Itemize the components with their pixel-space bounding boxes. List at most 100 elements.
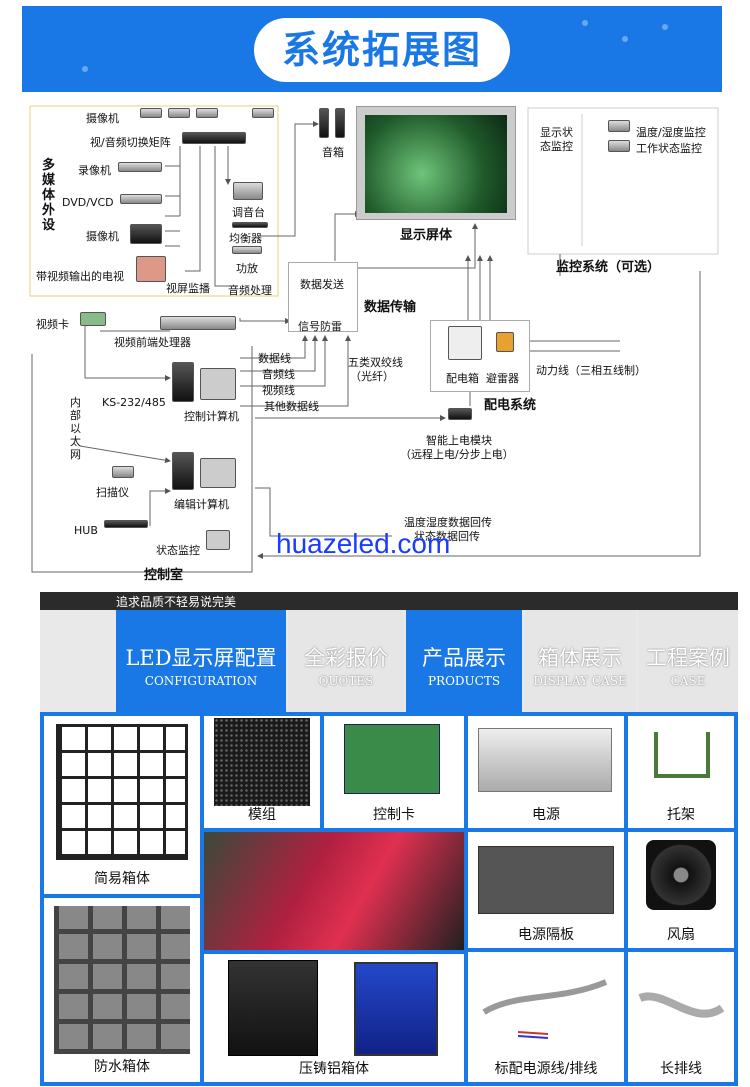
diecast-front-image (228, 960, 318, 1056)
data-send-label: 数据发送 (300, 278, 344, 291)
camera-icon (252, 108, 274, 118)
edit-pc-label: 编辑计算机 (174, 498, 229, 511)
monitor-system-title: 监控系统（可选） (556, 260, 661, 275)
tab-case[interactable]: 工程案例 CASE (638, 610, 738, 712)
system-diagram: 摄像机 视/音频切换矩阵 多媒体外设 录像机 DVD/VCD 摄像机 带视频输出… (0, 96, 750, 584)
power-line-label: 动力线（三相五线制） (536, 364, 646, 377)
serial-port-label: KS-232/485 (102, 396, 166, 409)
product-caption: 防水箱体 (94, 1059, 150, 1075)
product-fan[interactable]: 风扇 (628, 832, 734, 948)
power-partition-image (478, 846, 614, 914)
power-cable-image (482, 979, 608, 1039)
product-grid: 简易箱体 模组 控制卡 电源 托架 电源隔板 风扇 防水箱体 压铸铝箱体 标配电… (40, 712, 738, 1086)
amplifier-label: 功放 (236, 262, 258, 275)
twisted-pair-label: 五类双绞线 (348, 356, 403, 369)
tab-quotes[interactable]: 全彩报价 QUOTES (288, 610, 404, 712)
mixer-icon (233, 182, 263, 200)
video-card-label: 视频卡 (36, 318, 69, 331)
tab-configuration[interactable]: LED显示屏配置 CONFIGURATION (116, 610, 286, 712)
banner: 系统拓展图 (22, 6, 722, 92)
screen-monitor-label: 视屏监播 (166, 282, 210, 295)
camera-label: 摄像机 (86, 112, 119, 125)
bracket-image (654, 732, 710, 778)
tab-display-case-cn: 箱体展示 (538, 646, 622, 670)
power-supply-image (478, 728, 612, 792)
matrix-icon (182, 132, 246, 144)
tab-spacer (40, 610, 116, 712)
product-caption: 电源隔板 (518, 927, 574, 943)
banner-dot (582, 20, 588, 26)
edit-pc-monitor-icon (200, 458, 236, 488)
audio-cable-label: 音频线 (262, 368, 295, 381)
product-caption: 控制卡 (373, 807, 415, 823)
camera-icon (196, 108, 218, 118)
hub-label: HUB (74, 524, 98, 537)
product-diecast-cabinet[interactable]: 压铸铝箱体 (204, 954, 464, 1082)
product-power-cable[interactable]: 标配电源线/排线 (468, 952, 624, 1082)
transmission-box (288, 262, 358, 332)
tv-label: 带视频输出的电视 (36, 270, 124, 283)
status-monitor-label: 显示状态监控 (540, 126, 573, 153)
media-group-title: 多媒体外设 (42, 158, 56, 233)
video-card-icon (80, 312, 106, 326)
feedback1-label: 温度湿度数据回传 (404, 516, 492, 529)
feedback2-label: 状态数据回传 (414, 530, 480, 543)
arrester-label: 避雷器 (486, 372, 519, 385)
power-module-label: 智能上电模块 (426, 434, 492, 447)
frontend-label: 视频前端处理器 (114, 336, 191, 349)
product-waterproof-cabinet[interactable]: 防水箱体 (44, 898, 200, 1082)
power-module-note: （远程上电/分步上电） (400, 448, 514, 461)
product-control-card[interactable]: 控制卡 (324, 716, 464, 828)
fan-image (646, 840, 716, 910)
product-caption: 风扇 (667, 927, 695, 943)
tab-case-cn: 工程案例 (646, 646, 730, 670)
project-photo-image (204, 832, 464, 950)
tab-quotes-en: QUOTES (318, 674, 374, 688)
fiber-label: （光纤） (350, 370, 394, 383)
watermark: huazeled.com (276, 528, 451, 559)
display-image (365, 115, 507, 213)
distribution-box-icon (448, 326, 482, 360)
display-frame (356, 106, 516, 220)
av-matrix-label: 视/音频切换矩阵 (90, 136, 171, 149)
product-bracket[interactable]: 托架 (628, 716, 734, 828)
recorder-label: 录像机 (78, 164, 111, 177)
control-room-title: 控制室 (144, 568, 184, 583)
tab-configuration-cn: LED显示屏配置 (125, 646, 277, 670)
banner-dot (662, 24, 668, 30)
dvd-label: DVD/VCD (62, 196, 114, 209)
equalizer-label: 均衡器 (229, 232, 262, 245)
temp-monitor-label: 温度/湿度监控 (636, 126, 706, 139)
edit-pc-tower-icon (172, 452, 194, 490)
status-monitor-icon (206, 530, 230, 550)
ethernet-label: 内部以太网 (70, 396, 81, 461)
product-power-partition[interactable]: 电源隔板 (468, 832, 624, 948)
transmission-title: 数据传输 (364, 300, 417, 315)
product-long-cable[interactable]: 长排线 (628, 952, 734, 1082)
product-project-photo[interactable] (204, 832, 464, 950)
scanner-icon (112, 466, 134, 478)
dvd-icon (120, 194, 162, 204)
tab-configuration-en: CONFIGURATION (144, 674, 258, 688)
product-power-supply[interactable]: 电源 (468, 716, 624, 828)
diecast-back-image (354, 962, 438, 1056)
tab-bar: LED显示屏配置 CONFIGURATION 全彩报价 QUOTES 产品展示 … (40, 610, 738, 712)
sensor-icon (608, 120, 630, 132)
arrester-icon (496, 332, 514, 352)
video-cable-label: 视频线 (262, 384, 295, 397)
tagline: 追求品质不轻易说完美 (116, 595, 237, 609)
product-simple-cabinet[interactable]: 简易箱体 (44, 716, 200, 894)
product-module[interactable]: 模组 (204, 716, 320, 828)
long-cable-image (638, 992, 725, 1018)
tab-case-en: CASE (670, 674, 706, 688)
work-monitor-label: 工作状态监控 (636, 142, 702, 155)
tab-products[interactable]: 产品展示 PRODUCTS (406, 610, 522, 712)
amplifier-icon (232, 246, 262, 254)
tab-display-case[interactable]: 箱体展示 DISPLAY CASE (524, 610, 636, 712)
diagram-lines (29, 105, 719, 573)
pc-monitor-icon (200, 368, 236, 400)
banner-dot (82, 66, 88, 72)
tagline-bar: 追求品质不轻易说完美 (40, 592, 738, 610)
frontend-processor-icon (160, 316, 236, 330)
speaker-label: 音箱 (322, 146, 344, 159)
